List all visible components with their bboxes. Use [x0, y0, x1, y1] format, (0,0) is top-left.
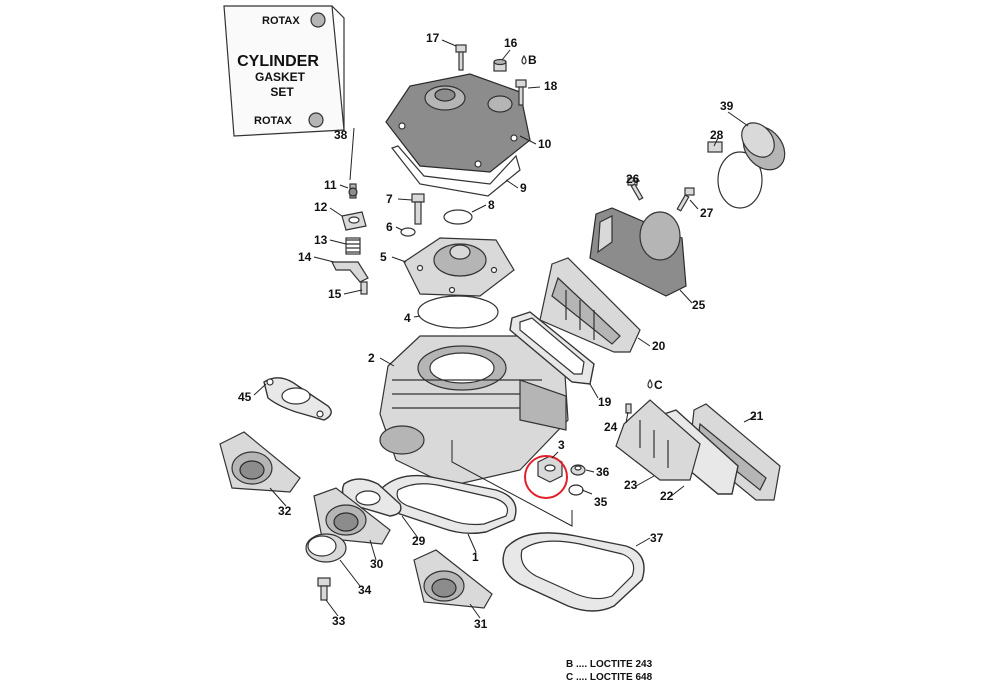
cylinder-head-cover	[385, 73, 531, 173]
callout-1: 1	[472, 550, 479, 564]
legend-c: C .... LOCTITE 648	[566, 672, 653, 683]
rotax-logo-top: ROTAX	[262, 15, 300, 27]
spring-13	[345, 237, 361, 255]
reed-valve-21	[689, 403, 781, 501]
loctite-drop-b-icon	[521, 54, 527, 65]
o-ring-8	[443, 209, 473, 225]
callout-12: 12	[314, 200, 328, 214]
callout-24: 24	[604, 420, 618, 434]
o-ring-4	[417, 295, 499, 329]
callout-30: 30	[370, 557, 384, 571]
callout-numbers: 17 16 B 18 10 9 38 11 12 13 14 15 7 6 8 …	[238, 31, 764, 631]
holder-12	[341, 211, 367, 231]
screw-15	[360, 281, 368, 295]
screw-33	[317, 577, 331, 601]
callout-36: 36	[596, 465, 610, 479]
stud-36	[570, 464, 586, 476]
cover-gasket	[391, 145, 521, 197]
callout-22: 22	[660, 489, 674, 503]
loctite-legend: B .... LOCTITE 243 C .... LOCTITE 648	[566, 659, 653, 683]
callout-6: 6	[386, 220, 393, 234]
box-line3: SET	[270, 85, 294, 99]
callout-19: 19	[598, 395, 612, 409]
rotax-emblem-icon-bottom	[308, 112, 324, 128]
callout-25: 25	[692, 298, 706, 312]
exhaust-flange-30	[313, 487, 391, 545]
gasket-set-box: ROTAX CYLINDER GASKET SET ROTAX	[223, 5, 345, 137]
base-gasket-37	[502, 532, 645, 612]
callout-26: 26	[626, 172, 640, 186]
loctite-mark-c: C	[654, 378, 663, 392]
box-title: CYLINDER	[237, 53, 319, 70]
callout-5: 5	[380, 250, 387, 264]
loctite-drop-c-icon	[647, 378, 653, 389]
callout-38: 38	[334, 128, 348, 142]
screw-27	[676, 187, 695, 212]
exhaust-flange-31	[413, 549, 493, 609]
reed-gasket-19-opening	[519, 317, 585, 375]
callout-15: 15	[328, 287, 342, 301]
reed-valve-20	[539, 257, 641, 353]
rotax-emblem-icon	[310, 12, 326, 28]
bracket-14	[331, 261, 369, 283]
callout-32: 32	[278, 504, 292, 518]
washer-35	[568, 484, 584, 496]
intake-manifold-25	[589, 207, 687, 297]
callout-14: 14	[298, 250, 312, 264]
callout-31: 31	[474, 617, 488, 631]
cap-39	[741, 122, 786, 171]
reed-block-23	[615, 399, 701, 481]
box-line2: GASKET	[255, 70, 306, 84]
callout-18: 18	[544, 79, 558, 93]
valve-11	[348, 183, 358, 199]
callout-35: 35	[594, 495, 608, 509]
callout-28: 28	[710, 128, 724, 142]
callout-10: 10	[538, 137, 552, 151]
callout-4: 4	[404, 311, 411, 325]
callout-13: 13	[314, 233, 328, 247]
exhaust-flange-32	[219, 431, 301, 493]
cylinder-head	[403, 237, 515, 297]
sleeve-34	[305, 533, 347, 563]
leader-lines	[253, 39, 757, 619]
callout-17: 17	[426, 31, 440, 45]
callout-37: 37	[650, 531, 664, 545]
callout-33: 33	[332, 614, 346, 628]
exhaust-gasket-45	[263, 377, 332, 421]
callout-9: 9	[520, 181, 527, 195]
callout-29: 29	[412, 534, 426, 548]
callout-34: 34	[358, 583, 372, 597]
callout-21: 21	[750, 409, 764, 423]
callout-16: 16	[504, 36, 518, 50]
callout-39: 39	[720, 99, 734, 113]
callout-3: 3	[558, 438, 565, 452]
plug-16	[493, 58, 507, 72]
bolt-18	[515, 79, 527, 106]
callout-8: 8	[488, 198, 495, 212]
bolt-17	[455, 44, 467, 71]
washer-6	[400, 227, 416, 237]
callout-45: 45	[238, 390, 252, 404]
legend-b: B .... LOCTITE 243	[566, 659, 653, 670]
highlight-circle	[524, 455, 568, 499]
cylinder	[379, 335, 569, 487]
loctite-mark-b: B	[528, 53, 537, 67]
clamp-28	[707, 141, 763, 209]
rotax-logo-bottom: ROTAX	[254, 115, 292, 127]
callout-7: 7	[386, 192, 393, 206]
callout-2: 2	[368, 351, 375, 365]
callout-27: 27	[700, 206, 714, 220]
callout-23: 23	[624, 478, 638, 492]
screw-7	[411, 193, 425, 225]
callout-11: 11	[324, 178, 337, 192]
screw-24	[625, 403, 632, 414]
callout-20: 20	[652, 339, 666, 353]
